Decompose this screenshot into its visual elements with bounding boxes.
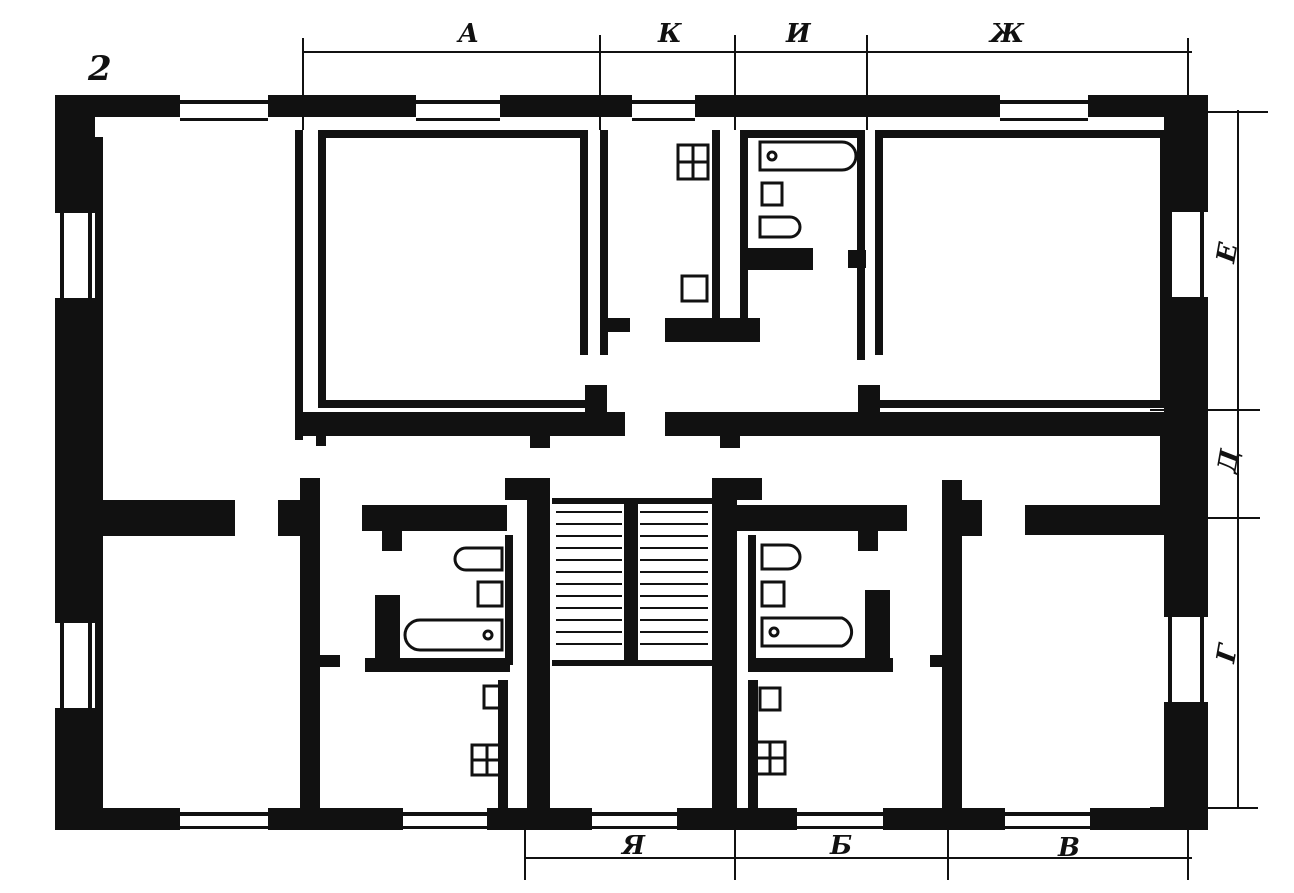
walls	[55, 95, 1208, 830]
dim-label-bottom-v: В	[1057, 833, 1080, 863]
figure-number: 2	[87, 49, 112, 89]
dim-label-top-k: К	[657, 19, 682, 49]
dim-label-top-zh: Ж	[988, 19, 1025, 49]
dim-label-bottom-ya: Я	[620, 831, 646, 861]
dim-label-right-g: Г	[1211, 640, 1244, 666]
stair-treads	[556, 511, 708, 645]
dim-label-right-d: Д	[1212, 446, 1246, 477]
dim-label-top-i: И	[785, 19, 812, 49]
dimension-lines	[302, 35, 1268, 880]
sanitary-fixtures	[403, 140, 858, 777]
dim-label-right-e: Е	[1211, 239, 1244, 266]
dim-label-bottom-b: Б	[829, 831, 852, 861]
dim-label-top-a: А	[456, 19, 479, 49]
